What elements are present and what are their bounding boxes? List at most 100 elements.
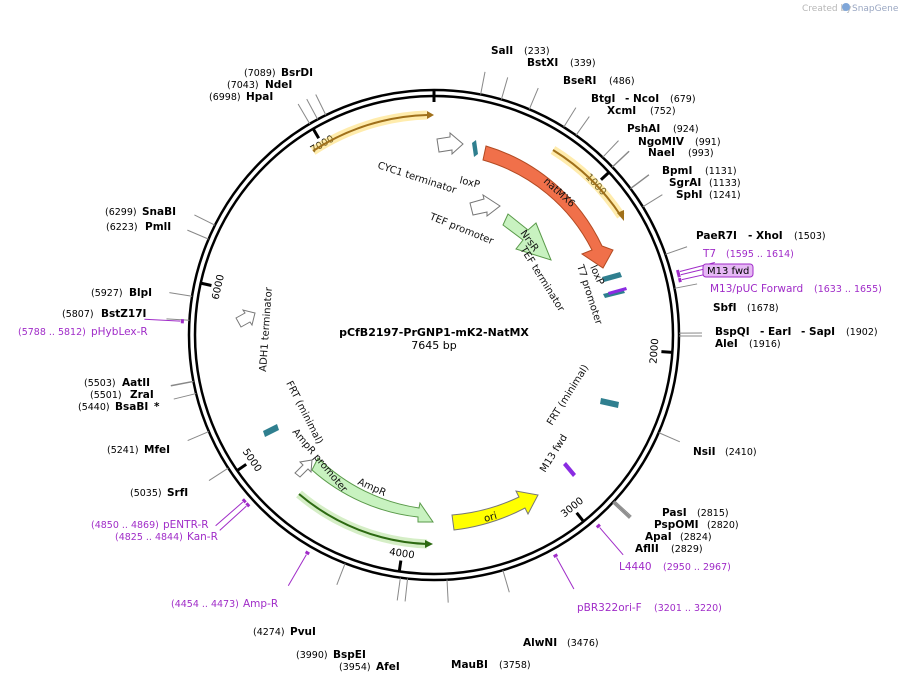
adh1-terminator-arrow [235, 309, 256, 328]
enzyme-naei: NaeI [648, 147, 675, 159]
enzyme-site-line [642, 194, 663, 208]
ori-arrow [451, 490, 539, 531]
enzyme-alwni: AlwNI [523, 637, 557, 649]
enzyme-site-line [306, 98, 319, 120]
enzyme-aflii-pos: (2829) [671, 544, 703, 555]
enzyme-site-line [674, 283, 698, 289]
enzyme-site-line [404, 578, 409, 602]
enzyme-site-line [396, 577, 401, 601]
enzyme-site-line [665, 246, 688, 255]
enzyme-aatii-pos: (5503) [84, 378, 116, 389]
enzyme-sali: SalI [491, 45, 513, 57]
frt-right-marker [600, 398, 619, 408]
plasmid-title: pCfB2197-PrGNP1-mK2-NatMX [339, 326, 529, 339]
primer-leader [144, 318, 181, 322]
tick-mark [575, 511, 585, 523]
enzyme-ngomiv: NgoMIV [638, 136, 685, 148]
orf-arc-right-head [617, 210, 624, 221]
enzyme-paer7i: PaeR7I [696, 230, 737, 242]
enzyme-site-line [173, 393, 197, 400]
enzyme-pvui: PvuI [290, 626, 316, 638]
enzyme-xcmi-pos: (752) [650, 106, 676, 117]
enzyme-pvui-pos: (4274) [253, 627, 285, 638]
tick-label: 2000 [648, 338, 661, 364]
primer-l4440: L4440 [619, 561, 652, 573]
enzyme-sbfi: SbfI [713, 302, 737, 314]
enzyme-pshai: PshAI [627, 123, 660, 135]
plasmid-size: 7645 bp [411, 339, 456, 352]
enzyme-ndei: NdeI [265, 79, 292, 91]
tick-mark [661, 350, 673, 354]
orf-arc-right [552, 149, 622, 217]
primer-mark [676, 272, 681, 278]
enzyme-ncoi: - NcoI [625, 93, 659, 105]
enzyme-site-line [612, 501, 631, 519]
enzyme-site-line [297, 103, 311, 125]
frt-left-marker [263, 424, 279, 437]
primer-labels: T7 (1595 .. 1614) M13 fwd M13/pUC Forwar… [18, 248, 882, 614]
feature-label-loxp-1: loxP [458, 175, 481, 191]
primer-l4440-range: (2950 .. 2967) [663, 562, 731, 573]
primer-pbr322ori-f-range: (3201 .. 3220) [654, 603, 722, 614]
enzyme-site-line [602, 140, 619, 158]
primer-m13-fwd: M13 fwd [707, 266, 749, 277]
enzyme-bsabi: BsaBI [115, 401, 148, 413]
enzyme-site-line [187, 229, 209, 240]
enzyme-bsrdi: BsrDI [281, 67, 313, 79]
snapgene-logo-icon [842, 3, 850, 11]
enzyme-site-line [446, 579, 449, 603]
enzyme-site-line [208, 467, 229, 482]
enzyme-sali-pos: (233) [524, 46, 550, 57]
enzyme-site-line [502, 569, 510, 593]
enzyme-site-line [315, 94, 327, 116]
primer-amp-r-range: (4454 .. 4473) [171, 599, 239, 610]
enzyme-apai: ApaI [645, 531, 672, 543]
enzyme-site-line [170, 380, 194, 387]
primer-phyblex-r: pHybLex-R [91, 326, 148, 338]
enzyme-naei-pos: (993) [688, 148, 714, 159]
enzyme-pspomi-pos: (2820) [707, 520, 739, 531]
enzyme-sphi: SphI [676, 189, 702, 201]
enzyme-site-line [658, 432, 680, 443]
enzyme-maubi-pos: (3758) [499, 660, 531, 671]
enzyme-bsabi-mark: * [154, 401, 160, 413]
enzyme-eari: - EarI [760, 326, 791, 338]
tick-mark [311, 128, 321, 140]
enzyme-site-line [563, 107, 577, 128]
primer-t7-range: (1595 .. 1614) [726, 249, 794, 260]
enzyme-site-line [613, 501, 632, 518]
primer-marks [144, 262, 718, 590]
feature-label-frt-right: FRT (minimal) [545, 363, 591, 428]
enzyme-sapi: - SapI [801, 326, 835, 338]
enzyme-pasi-pos: (2815) [697, 508, 729, 519]
enzyme-bstxi-pos: (339) [570, 58, 596, 69]
enzyme-srfi: SrfI [167, 487, 188, 499]
enzyme-snabi: SnaBI [142, 206, 176, 218]
enzyme-alei: AleI [715, 338, 738, 350]
enzyme-site-line [166, 318, 190, 321]
enzyme-snabi-pos: (6299) [105, 207, 137, 218]
natmx6-arrow [482, 145, 614, 269]
enzyme-sgrai: SgrAI [669, 177, 701, 189]
feature-label-m13-fwd: M13 fwd [538, 433, 570, 475]
enzyme-site-line [336, 563, 346, 585]
primer-m13-puc-forward: M13/pUC Forward [710, 283, 803, 295]
tef-promoter-arrow [469, 193, 501, 218]
enzyme-nsii: NsiI [693, 446, 716, 458]
enzyme-site-line [169, 292, 193, 297]
tick-mark [200, 281, 212, 287]
enzyme-xcmi: XcmI [607, 105, 636, 117]
enzyme-hpai-pos: (6998) [209, 92, 241, 103]
enzyme-bspqi: BspQI [715, 326, 750, 338]
enzyme-alei-pos: (1916) [749, 339, 781, 350]
enzyme-site-line [194, 214, 216, 226]
primer-pbr322ori-f: pBR322ori-F [577, 602, 642, 614]
enzyme-site-line [528, 87, 539, 110]
enzyme-pmli: PmlI [145, 221, 171, 233]
tick-mark [236, 463, 248, 472]
enzyme-pasi: PasI [662, 507, 687, 519]
enzyme-ndei-pos: (7043) [227, 80, 259, 91]
primer-leader [556, 557, 575, 590]
enzyme-pmli-pos: (6223) [106, 222, 138, 233]
primer-leader [287, 554, 307, 586]
